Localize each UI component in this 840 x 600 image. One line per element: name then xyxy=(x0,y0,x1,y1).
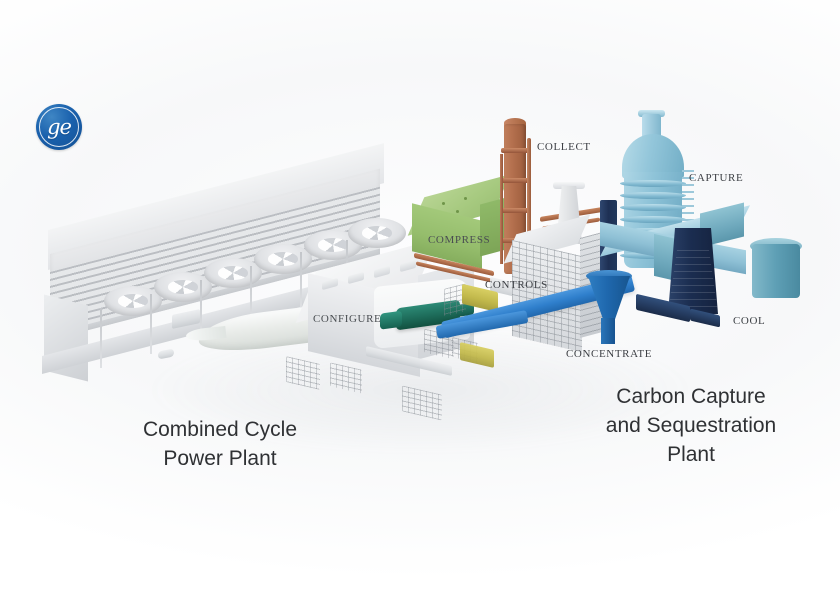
compressor-unit xyxy=(407,174,522,270)
callout-collect: COLLECT xyxy=(537,141,591,153)
callout-configure: CONFIGURE xyxy=(313,313,382,325)
acc-support-leg xyxy=(150,294,152,354)
tower-rib xyxy=(620,180,686,187)
tower-neck-lip xyxy=(638,110,665,117)
tower-rib xyxy=(620,204,686,211)
storage-tank xyxy=(752,244,800,298)
column-riser-pipe xyxy=(527,138,531,270)
cooling-tower-slats xyxy=(668,250,718,312)
condenser-fan xyxy=(304,230,362,260)
roof-fitting xyxy=(456,210,459,213)
condenser-fan xyxy=(348,218,406,248)
column-cap xyxy=(504,118,526,128)
acc-support-leg xyxy=(100,308,102,368)
callout-controls: CONTROLS xyxy=(485,279,548,291)
logo-monogram-text: ge xyxy=(47,114,72,139)
acc-support-leg xyxy=(300,252,302,312)
condenser-fan xyxy=(154,272,212,302)
condenser-fan xyxy=(104,286,162,316)
condenser-fan xyxy=(254,244,312,274)
cooling-tower xyxy=(668,228,718,314)
roof-fitting xyxy=(464,197,467,200)
callout-capture: CAPTURE xyxy=(689,172,744,184)
tower-rib xyxy=(620,216,686,223)
caption-carbon-capture-plant: Carbon Capture and Sequestration Plant xyxy=(605,385,777,466)
concentrator-stem xyxy=(601,318,615,344)
caption-combined-cycle-power-plant: Combined Cycle Power Plant xyxy=(142,418,298,470)
callout-compress: COMPRESS xyxy=(428,234,491,246)
acc-support-leg xyxy=(200,280,202,340)
acc-support-leg xyxy=(250,266,252,326)
callout-concentrate: CONCENTRATE xyxy=(566,348,653,360)
roof-fitting xyxy=(442,202,445,205)
logo-ring xyxy=(39,107,79,147)
column-ring xyxy=(501,208,529,213)
air-cooled-condenser-bank xyxy=(42,143,406,382)
column-ring xyxy=(501,178,529,183)
column-ring xyxy=(501,148,529,153)
condenser-fan xyxy=(204,258,262,288)
ge-logo-icon: ge xyxy=(36,104,82,150)
callout-cool: COOL xyxy=(733,315,766,327)
column-downcomer-pipe xyxy=(500,154,503,264)
stack-lip xyxy=(553,182,585,189)
tower-rib xyxy=(620,192,686,199)
